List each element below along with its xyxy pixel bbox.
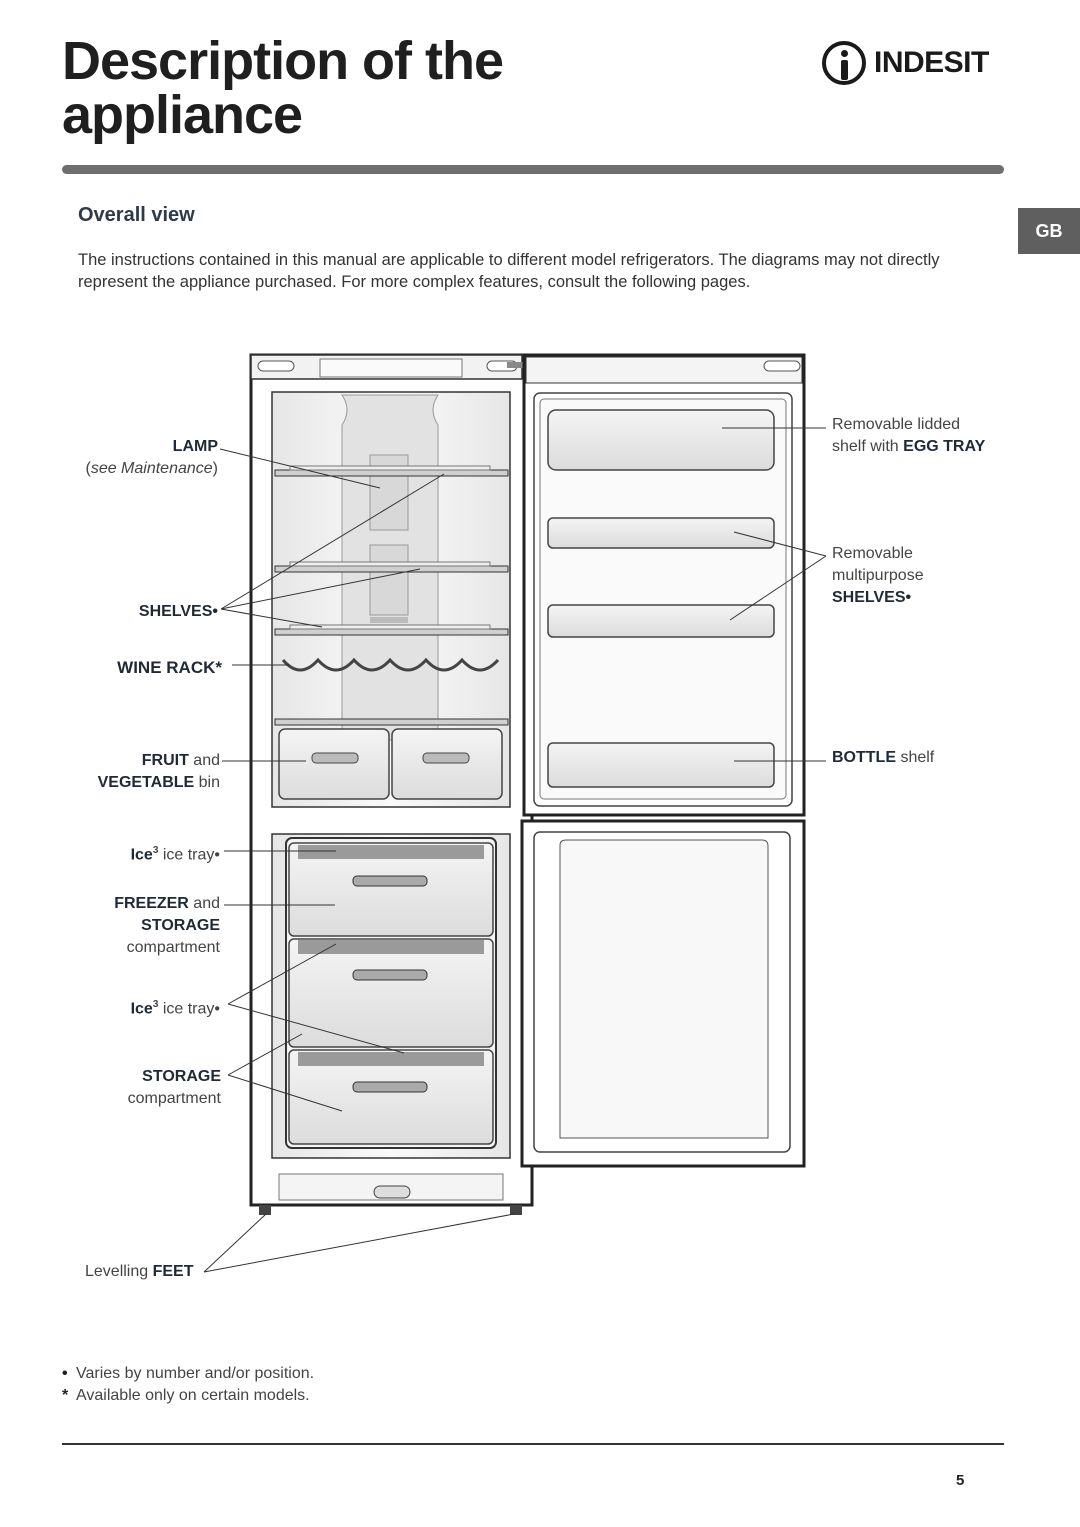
bottle-bold: BOTTLE	[832, 749, 896, 766]
freezer-compartment-text: compartment	[126, 939, 220, 956]
fridge-door	[522, 353, 806, 817]
shelves-label-left: SHELVES•	[60, 601, 218, 623]
door-shelves-bold: SHELVES•	[832, 589, 912, 606]
shelves-label-left-text: SHELVES•	[138, 603, 218, 620]
brand-name: INDESIT	[874, 46, 989, 79]
freezer-storage-label: FREEZER and STORAGE compartment	[60, 893, 220, 959]
ice-tray-2-sup: 3	[152, 999, 159, 1010]
fridge-shelves	[274, 465, 509, 726]
leader-lines	[203, 427, 827, 1273]
asterisk-symbol: *	[62, 1387, 69, 1404]
door-shelves-line-1: Removable	[832, 545, 913, 562]
bottle-shelf-label: BOTTLE shelf	[832, 747, 934, 769]
wine-rack	[281, 657, 500, 672]
fruit-and: and	[188, 752, 220, 769]
feet-bold: FEET	[152, 1263, 194, 1280]
page-number: 5	[956, 1472, 965, 1489]
footnote-available-text: Available only on certain models.	[76, 1387, 310, 1404]
ice-tray-label-2: Ice3 ice tray•	[60, 994, 220, 1020]
section-title: Overall view	[78, 204, 195, 226]
page-title-line-2: appliance	[62, 85, 303, 145]
footnotes: • Varies by number and/or position. * Avai…	[62, 1363, 314, 1407]
footnote-available: * Available only on certain models.	[62, 1385, 314, 1407]
door-shelves-label: Removable multipurpose SHELVES•	[832, 543, 924, 609]
freezer-storage-bold: STORAGE	[141, 917, 220, 934]
levelling-feet-label: Levelling FEET	[85, 1261, 194, 1283]
language-tab: GB	[1018, 208, 1080, 254]
ice-tray-1-sup: 3	[152, 845, 159, 856]
intro-paragraph: The instructions contained in this manua…	[78, 251, 940, 291]
freezer-bold: FREEZER	[114, 895, 189, 912]
fruit-vegetable-bin-label: FRUIT and VEGETABLE bin	[60, 750, 220, 794]
header-divider	[62, 165, 1004, 174]
wine-rack-label-text: WINE RACK*	[117, 658, 222, 677]
egg-tray-label: Removable lidded shelf with EGG TRAY	[832, 414, 985, 458]
fruit-bold: FRUIT	[141, 752, 189, 769]
egg-tray-bold: EGG TRAY	[903, 438, 986, 455]
indesit-logo: INDESIT	[822, 38, 1004, 88]
page-title: Description of the appliance	[62, 31, 504, 145]
door-shelves-line-2: multipurpose	[832, 567, 924, 584]
wine-rack-label: WINE RACK*	[60, 657, 222, 679]
lamp-label-title: LAMP	[172, 438, 218, 455]
freezer-door	[520, 819, 806, 1168]
levelling-text: Levelling	[85, 1263, 153, 1280]
lamp-label-note: see Maintenance	[90, 460, 213, 477]
page-title-line-1: Description of the	[62, 31, 504, 91]
ice-tray-1-bold: Ice	[130, 846, 153, 864]
lamp-label: LAMP (see Maintenance)	[85, 438, 218, 477]
vegetable-bin: bin	[194, 774, 220, 791]
ice-tray-1-text: ice tray•	[158, 846, 220, 864]
base-grille	[259, 1173, 522, 1215]
footer-divider	[62, 1443, 1004, 1445]
storage-compartment-text: compartment	[127, 1090, 221, 1107]
egg-tray-line-2: shelf with	[832, 438, 904, 455]
footnote-varies-text: Varies by number and/or position.	[76, 1365, 315, 1382]
egg-tray-line-1: Removable lidded	[832, 416, 961, 433]
freezer-and: and	[188, 895, 220, 912]
freezer-compartment	[271, 833, 511, 1159]
footnote-varies: • Varies by number and/or position.	[62, 1363, 314, 1385]
ice-tray-2-text: ice tray•	[158, 1000, 220, 1018]
vegetable-bold: VEGETABLE	[97, 774, 195, 791]
crisper-bins	[278, 728, 503, 800]
bottle-shelf-text: shelf	[896, 749, 935, 766]
info-i-icon	[822, 41, 866, 85]
storage-bold: STORAGE	[142, 1068, 221, 1085]
ice-tray-2-bold: Ice	[130, 1000, 153, 1018]
bullet-symbol: •	[62, 1365, 68, 1382]
ice-tray-label-1: Ice3 ice tray•	[60, 840, 220, 866]
fridge-diagram	[203, 353, 827, 1273]
storage-label: STORAGE compartment	[60, 1066, 221, 1110]
